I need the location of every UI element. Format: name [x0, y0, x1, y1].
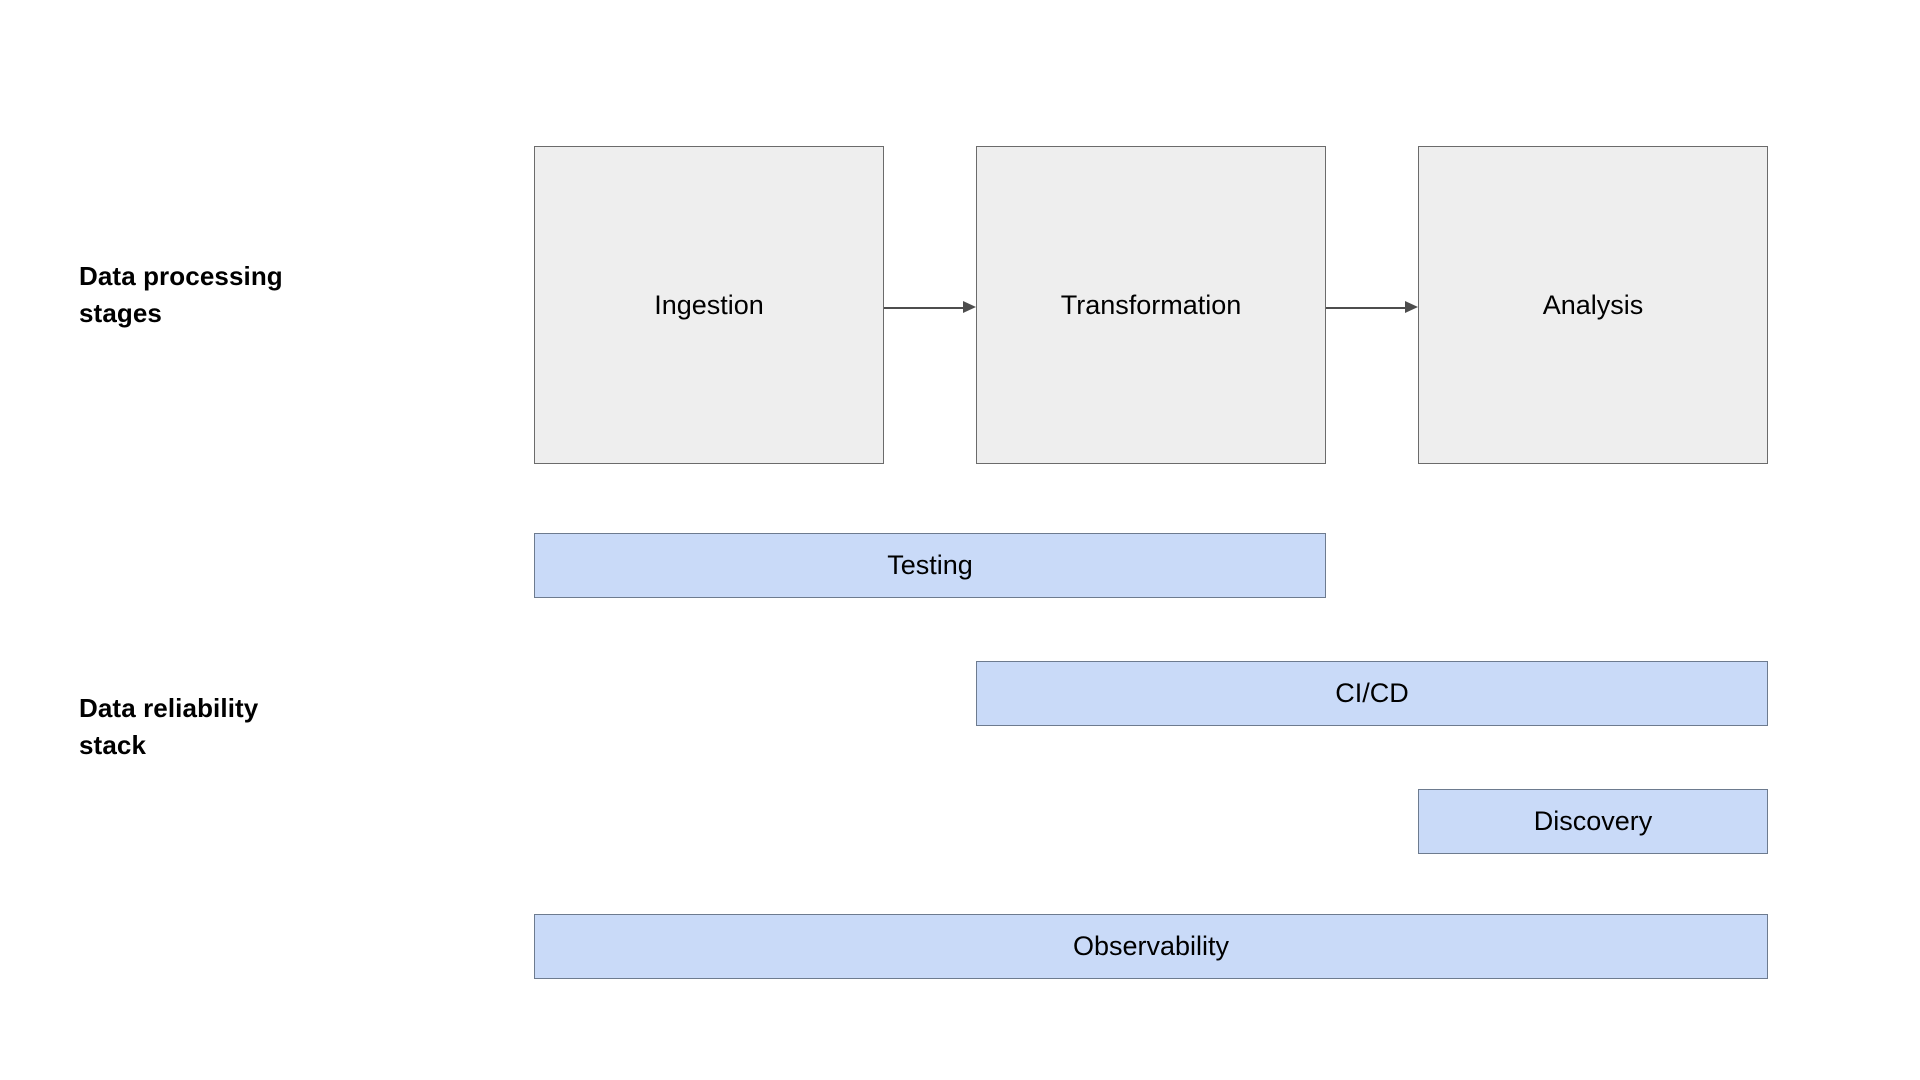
- stack-bar-observability[interactable]: Observability: [534, 914, 1768, 979]
- stack-bar-testing-label: Testing: [887, 550, 973, 580]
- stack-bar-testing[interactable]: Testing: [534, 533, 1326, 598]
- stack-bar-discovery-label: Discovery: [1533, 806, 1653, 836]
- stack-bar-discovery[interactable]: Discovery: [1418, 789, 1768, 854]
- stage-box-ingestion-label: Ingestion: [654, 289, 764, 320]
- row-label-data-processing-stages: Data processing stages: [79, 261, 283, 328]
- arrow-shaft: [884, 307, 964, 309]
- arrow-icon-ingestion-to-transformation: [884, 298, 976, 318]
- row-label-data-reliability-stack: Data reliability stack: [79, 693, 259, 760]
- stage-box-analysis[interactable]: Analysis: [1418, 146, 1768, 464]
- stack-bar-cicd-label: CI/CD: [1335, 678, 1409, 708]
- stage-box-transformation-label: Transformation: [1060, 289, 1242, 320]
- stack-bar-cicd[interactable]: CI/CD: [976, 661, 1768, 726]
- stack-bar-observability-label: Observability: [1072, 931, 1230, 961]
- arrow-icon-transformation-to-analysis: [1326, 298, 1418, 318]
- stage-box-transformation[interactable]: Transformation: [976, 146, 1326, 464]
- arrow-head: [1405, 301, 1418, 313]
- stage-box-ingestion[interactable]: Ingestion: [534, 146, 884, 464]
- stage-box-analysis-label: Analysis: [1542, 289, 1644, 320]
- arrow-head: [963, 301, 976, 313]
- arrow-shaft: [1326, 307, 1406, 309]
